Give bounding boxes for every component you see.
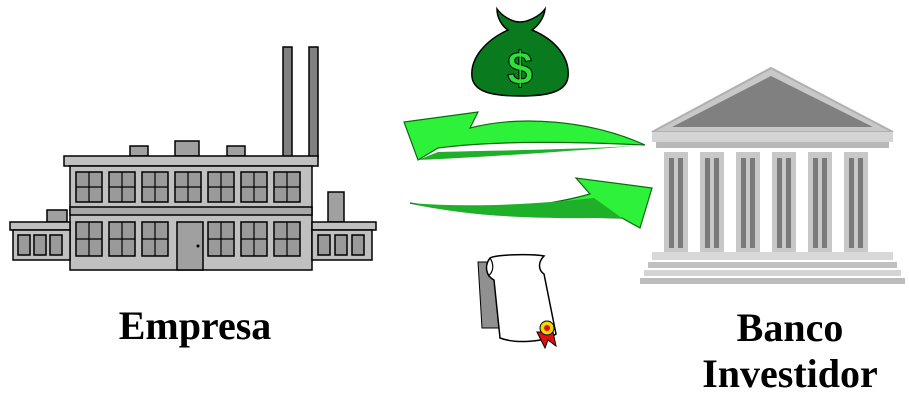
factory-icon bbox=[9, 46, 377, 271]
certificate-scroll-icon bbox=[477, 253, 557, 350]
bank-label-line2: Investidor bbox=[702, 351, 878, 396]
bank-label-line1: Banco bbox=[736, 305, 844, 350]
exchange-arrow-left-icon bbox=[403, 111, 646, 161]
svg-text:$: $ bbox=[507, 42, 533, 94]
bank-building-icon bbox=[640, 66, 905, 284]
exchange-arrow-right-icon bbox=[409, 177, 653, 229]
money-bag-icon: $ bbox=[471, 6, 569, 97]
company-label: Empresa bbox=[118, 303, 272, 348]
bank-label: Banco Investidor bbox=[690, 305, 890, 397]
